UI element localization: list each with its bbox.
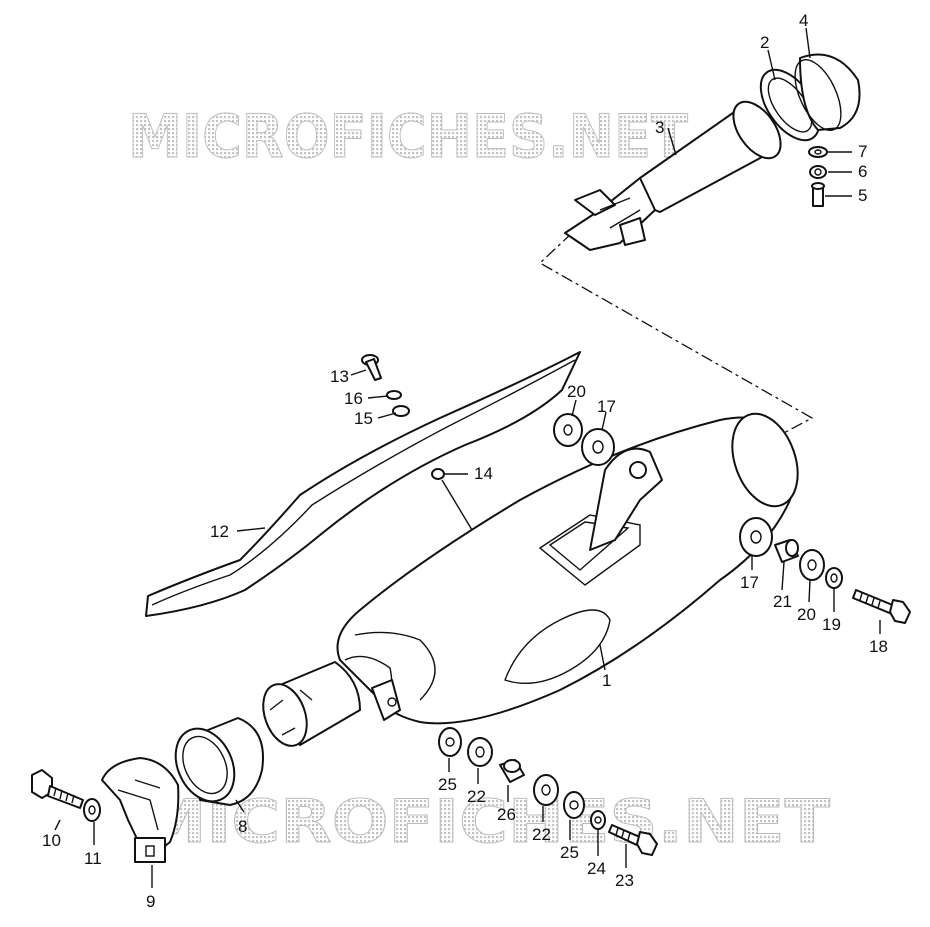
washer-25-left [438, 727, 462, 757]
callout-19: 19 [822, 615, 841, 634]
bolt-10 [31, 769, 84, 809]
bushing-17-upper [581, 428, 615, 466]
clip-14 [431, 468, 445, 480]
callout-15: 15 [354, 409, 373, 428]
watermark-top: MICROFICHES.NET [128, 102, 688, 172]
washer-20-upper [553, 413, 583, 447]
bolt-23 [608, 824, 658, 856]
callout-20-upper: 20 [567, 382, 586, 401]
washer-16 [386, 390, 402, 400]
callout-24: 24 [587, 859, 606, 878]
collar-26 [499, 759, 525, 783]
washer-11 [83, 798, 101, 822]
pipe-sleeve [174, 717, 264, 806]
callout-11: 11 [84, 849, 102, 868]
callout-13: 13 [330, 367, 349, 386]
heat-shield [145, 351, 581, 617]
callout-5: 5 [858, 186, 867, 205]
callout-2: 2 [760, 33, 769, 52]
callout-17-upper: 17 [597, 397, 616, 416]
callout-16: 16 [344, 389, 363, 408]
callout-6: 6 [858, 162, 867, 181]
washer-20-lower [799, 549, 825, 581]
callout-25-right: 25 [560, 843, 579, 862]
callout-12: 12 [210, 522, 229, 541]
nut-19 [825, 567, 843, 589]
screw-13 [361, 354, 382, 381]
end-cap [794, 53, 861, 131]
callout-20-lower: 20 [797, 605, 816, 624]
nut-6 [809, 165, 827, 179]
nut-24 [590, 810, 606, 830]
washer-7 [808, 146, 828, 158]
callout-18: 18 [869, 637, 888, 656]
callout-7: 7 [858, 142, 867, 161]
callout-23: 23 [615, 871, 634, 890]
inlet-pipe [262, 661, 361, 747]
bushing-17-lower [739, 517, 773, 557]
callout-4: 4 [799, 11, 808, 30]
leader-lines [54, 27, 881, 888]
pipe-clamp [101, 757, 180, 863]
callout-22-left: 22 [467, 787, 486, 806]
callout-14: 14 [474, 464, 493, 483]
callout-25-left: 25 [438, 775, 457, 794]
collar-21 [774, 539, 799, 563]
watermark-bottom: MICROFICHES.NET [140, 787, 830, 857]
callout-26: 26 [497, 805, 516, 824]
washer-25-right [563, 791, 585, 819]
bolt-18 [852, 589, 911, 624]
callout-10: 10 [42, 831, 61, 850]
callout-1: 1 [602, 671, 611, 690]
callout-8: 8 [238, 817, 247, 836]
muffler-body [336, 412, 799, 725]
dashed-assembly-line [538, 232, 814, 436]
callout-21: 21 [773, 592, 792, 611]
spacer-22-left [467, 737, 493, 767]
callout-3: 3 [655, 118, 664, 137]
bolt-5 [811, 182, 825, 207]
callout-9: 9 [146, 892, 155, 911]
washer-15 [392, 405, 410, 417]
callout-17-lower: 17 [740, 573, 759, 592]
callout-22-right: 22 [532, 825, 551, 844]
spacer-22-right [533, 774, 559, 806]
callout-labels: 1 2 3 4 5 6 7 8 9 10 11 12 13 14 15 16 1… [42, 11, 888, 911]
inner-baffle-tube [564, 100, 782, 251]
